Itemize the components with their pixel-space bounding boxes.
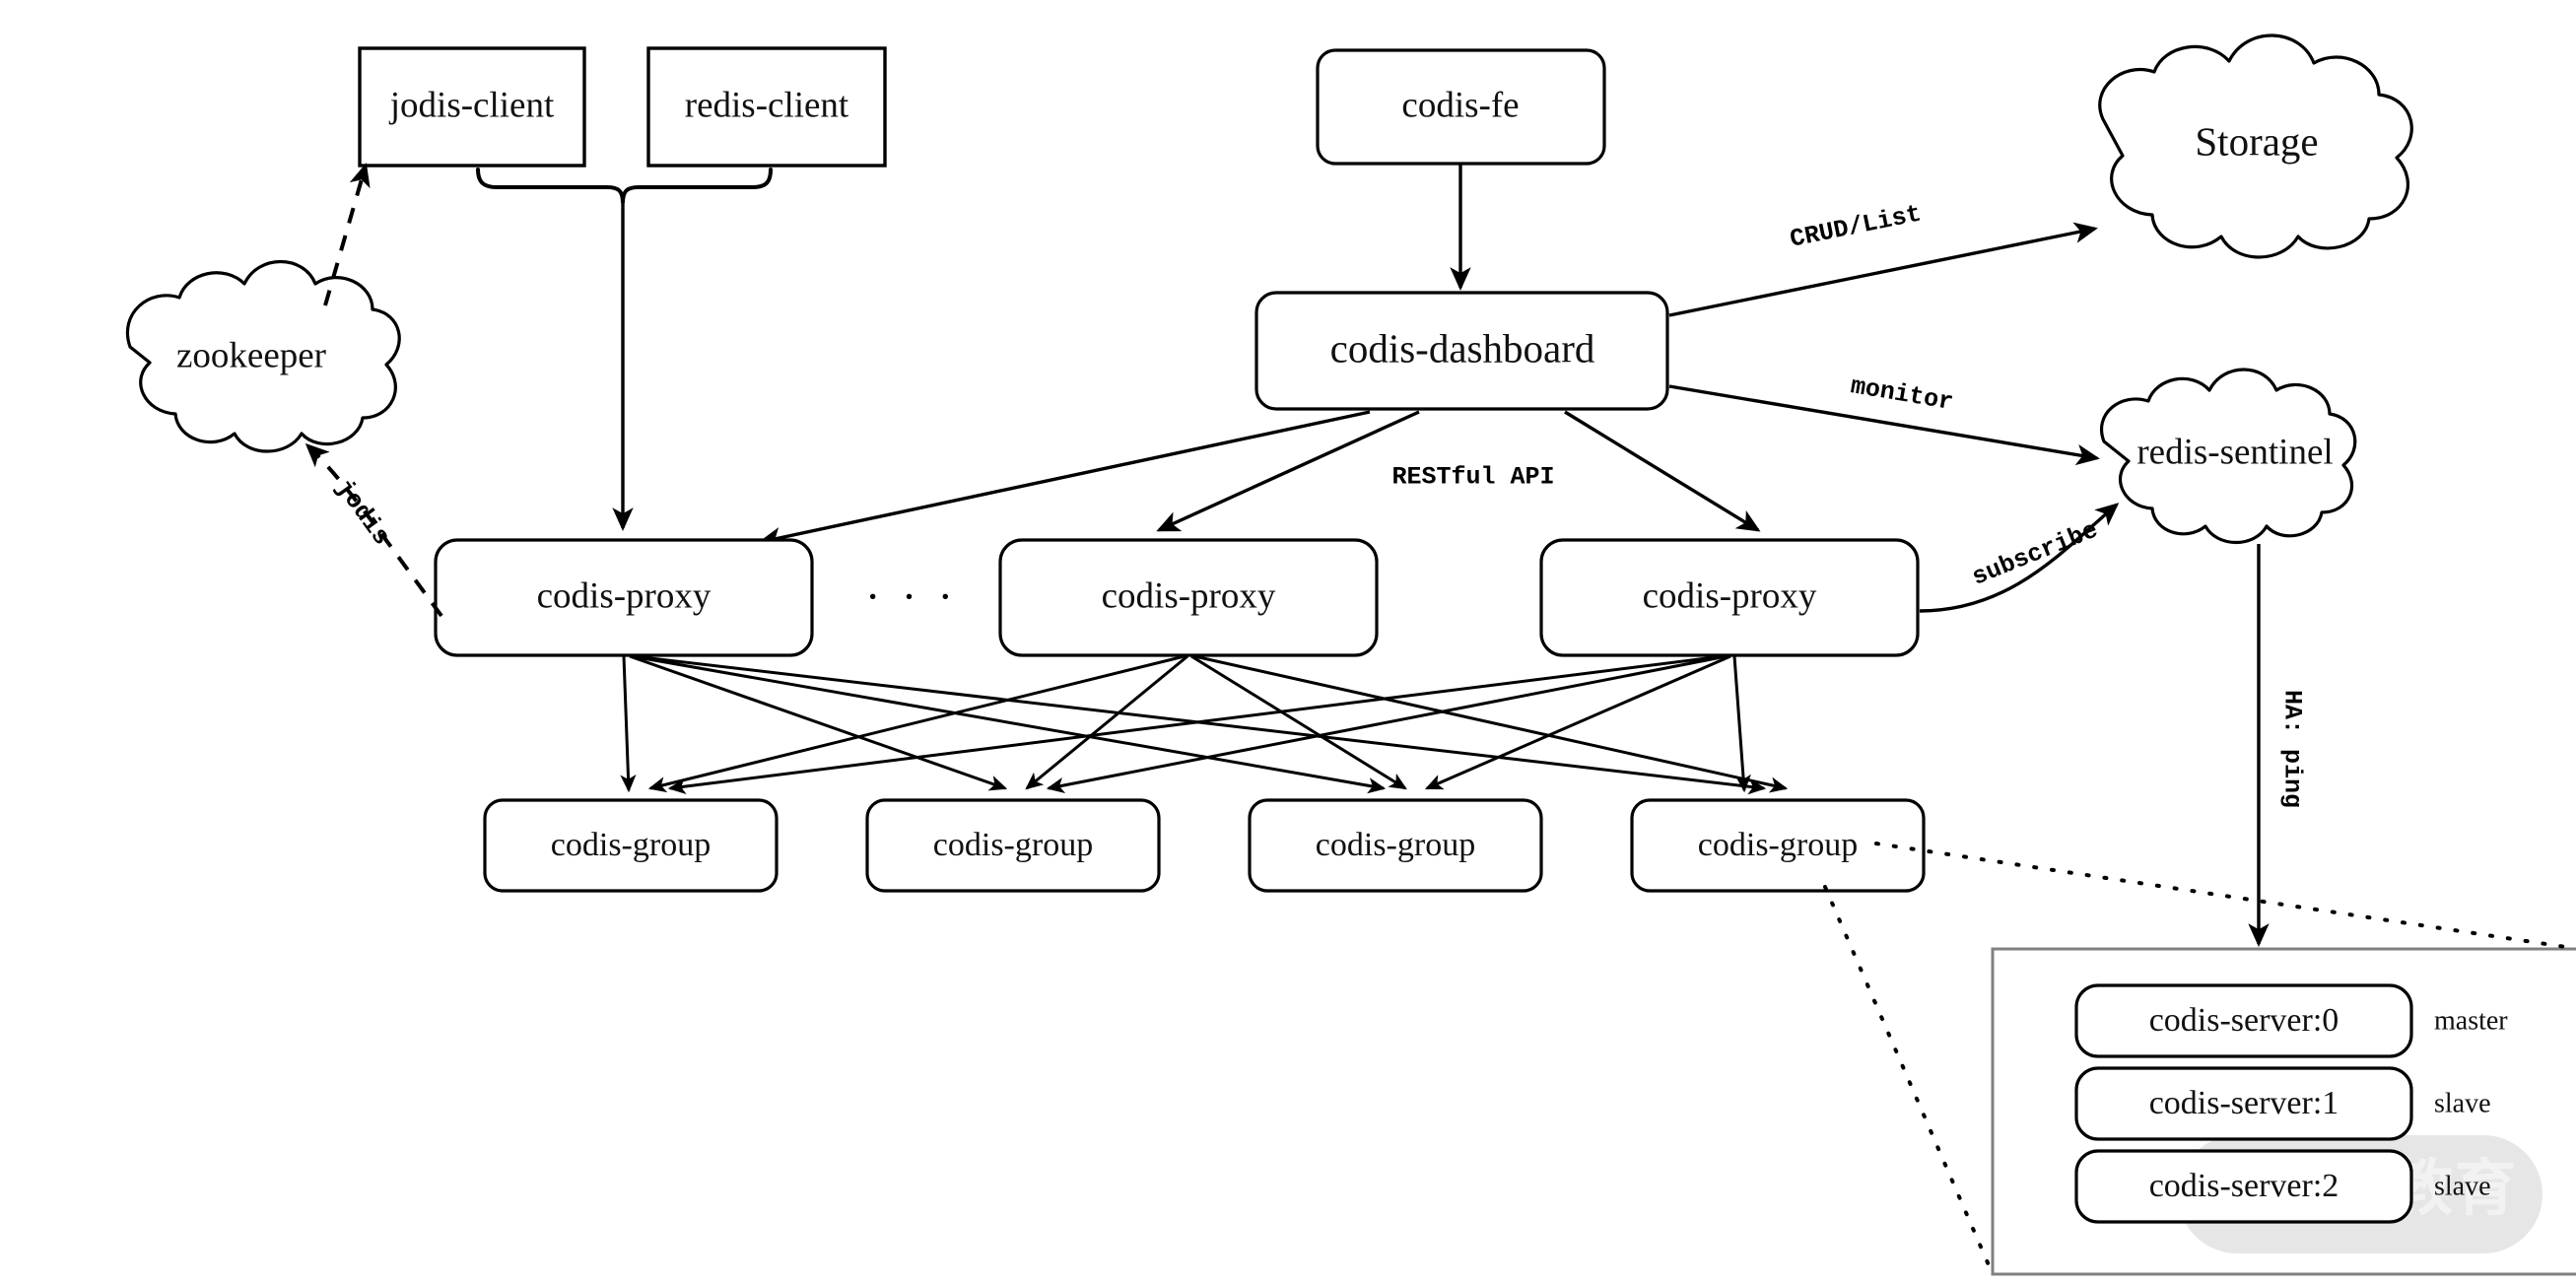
edge-label-crud-list: CRUD/List <box>1788 199 1924 253</box>
server-row-0[interactable]: codis-server:0 master <box>2074 983 2508 1058</box>
box-codis-dashboard <box>1254 291 1669 411</box>
expansion-line-top <box>1874 842 2576 951</box>
cloud-shape-storage <box>2098 34 2413 259</box>
node-label-storage: Storage <box>2195 118 2318 164</box>
edges-proxy2-to-groups <box>647 654 1789 793</box>
node-codis-group-2[interactable]: codis-group <box>865 798 1161 893</box>
client-brace <box>476 168 773 204</box>
node-codis-group-1[interactable]: codis-group <box>483 798 779 893</box>
node-codis-group-4[interactable]: codis-group <box>1630 798 1926 893</box>
edge-proxy1-group1 <box>620 655 637 793</box>
edge-label-subscribe: subscribe <box>1968 515 2102 591</box>
role-codis-server-1: slave <box>2434 1088 2491 1118</box>
node-label-codis-group-3: codis-group <box>1316 827 1475 863</box>
box-codis-group-1 <box>483 798 779 893</box>
node-label-codis-fe: codis-fe <box>1401 85 1519 125</box>
role-codis-server-2: slave <box>2434 1171 2491 1201</box>
edge-proxy3-to-sentinel <box>1919 503 2120 613</box>
proxy-ellipsis: · · · <box>865 572 958 622</box>
expansion-line-bottom <box>1823 885 1995 1276</box>
node-codis-proxy-3[interactable]: codis-proxy <box>1539 538 1920 657</box>
box-codis-proxy-1 <box>434 538 814 657</box>
edge-proxy1-group2 <box>629 654 1008 791</box>
edges-proxy3-to-groups <box>667 654 1751 795</box>
node-storage[interactable]: Storage <box>2098 34 2413 259</box>
edge-proxy3-group2 <box>1046 654 1728 793</box>
node-label-redis-client: redis-client <box>685 85 849 125</box>
box-jodis-client <box>358 46 586 168</box>
node-label-codis-group-1: codis-group <box>551 827 711 863</box>
box-codis-group-2 <box>865 798 1161 893</box>
server-row-2[interactable]: codis-server:2 slave <box>2074 1149 2491 1224</box>
node-codis-proxy-2[interactable]: codis-proxy <box>998 538 1379 657</box>
edge-proxy3-group3 <box>1424 654 1731 790</box>
edge-dashboard-to-sentinel <box>1668 384 2100 466</box>
edge-dashboard-to-proxy2 <box>1156 410 1420 532</box>
node-label-jodis-client: jodis-client <box>388 85 555 125</box>
edge-proxy2-group1 <box>647 654 1186 793</box>
box-codis-proxy-2 <box>998 538 1379 657</box>
node-label-codis-proxy-1: codis-proxy <box>537 575 712 616</box>
label-codis-server-0: codis-server:0 <box>2149 1002 2339 1039</box>
node-codis-proxy-1[interactable]: codis-proxy <box>434 538 814 657</box>
box-codis-group-3 <box>1248 798 1543 893</box>
node-label-codis-group-4: codis-group <box>1698 827 1858 863</box>
box-codis-server-1 <box>2074 1066 2413 1141</box>
node-label-codis-dashboard: codis-dashboard <box>1330 325 1595 371</box>
role-codis-server-0: master <box>2434 1005 2508 1036</box>
edge-label-restful-api: RESTful API <box>1391 463 1554 492</box>
server-row-1[interactable]: codis-server:1 slave <box>2074 1066 2491 1141</box>
edge-proxy2-group3 <box>1190 654 1407 790</box>
node-label-codis-group-2: codis-group <box>933 827 1093 863</box>
label-codis-server-2: codis-server:2 <box>2149 1168 2339 1204</box>
edge-label-jodis: jodis <box>329 474 396 551</box>
edge-label-ha-ping: HA: ping <box>2277 690 2306 808</box>
edge-dashboard-to-proxy3 <box>1564 410 1761 532</box>
edge-proxy3-group4 <box>1732 655 1751 793</box>
node-jodis-client[interactable]: jodis-client <box>358 46 586 168</box>
edge-dashboard-to-storage <box>1668 222 2098 317</box>
edge-proxy2-group4 <box>1193 654 1789 793</box>
cloud-shape-redis-sentinel <box>2100 368 2357 545</box>
cloud-shape-zookeeper <box>125 260 401 453</box>
node-codis-dashboard[interactable]: codis-dashboard <box>1254 291 1669 411</box>
node-label-zookeeper: zookeeper <box>176 335 326 375</box>
box-codis-server-2 <box>2074 1149 2413 1224</box>
node-codis-fe[interactable]: codis-fe <box>1316 48 1606 166</box>
node-redis-sentinel[interactable]: redis-sentinel <box>2100 368 2357 545</box>
edge-dashboard-to-proxy1 <box>758 410 1371 549</box>
label-codis-server-1: codis-server:1 <box>2149 1085 2339 1121</box>
edge-proxy1-to-zookeeper <box>305 442 443 618</box>
edge-proxy3-group1 <box>667 654 1724 795</box>
node-label-redis-sentinel: redis-sentinel <box>2136 432 2333 472</box>
node-redis-client[interactable]: redis-client <box>646 46 887 168</box>
box-codis-server-0 <box>2074 983 2413 1058</box>
node-label-codis-proxy-2: codis-proxy <box>1102 575 1276 616</box>
box-codis-group-4 <box>1630 798 1926 893</box>
edge-proxy2-group2 <box>1025 654 1188 790</box>
node-label-codis-proxy-3: codis-proxy <box>1643 575 1817 616</box>
edge-zookeeper-to-jodis-client <box>323 163 371 306</box>
box-redis-client <box>646 46 887 168</box>
node-codis-group-3[interactable]: codis-group <box>1248 798 1543 893</box>
edge-label-monitor: monitor <box>1849 371 1955 417</box>
node-zookeeper[interactable]: zookeeper <box>125 260 401 453</box>
edge-proxy1-group3 <box>631 654 1387 794</box>
